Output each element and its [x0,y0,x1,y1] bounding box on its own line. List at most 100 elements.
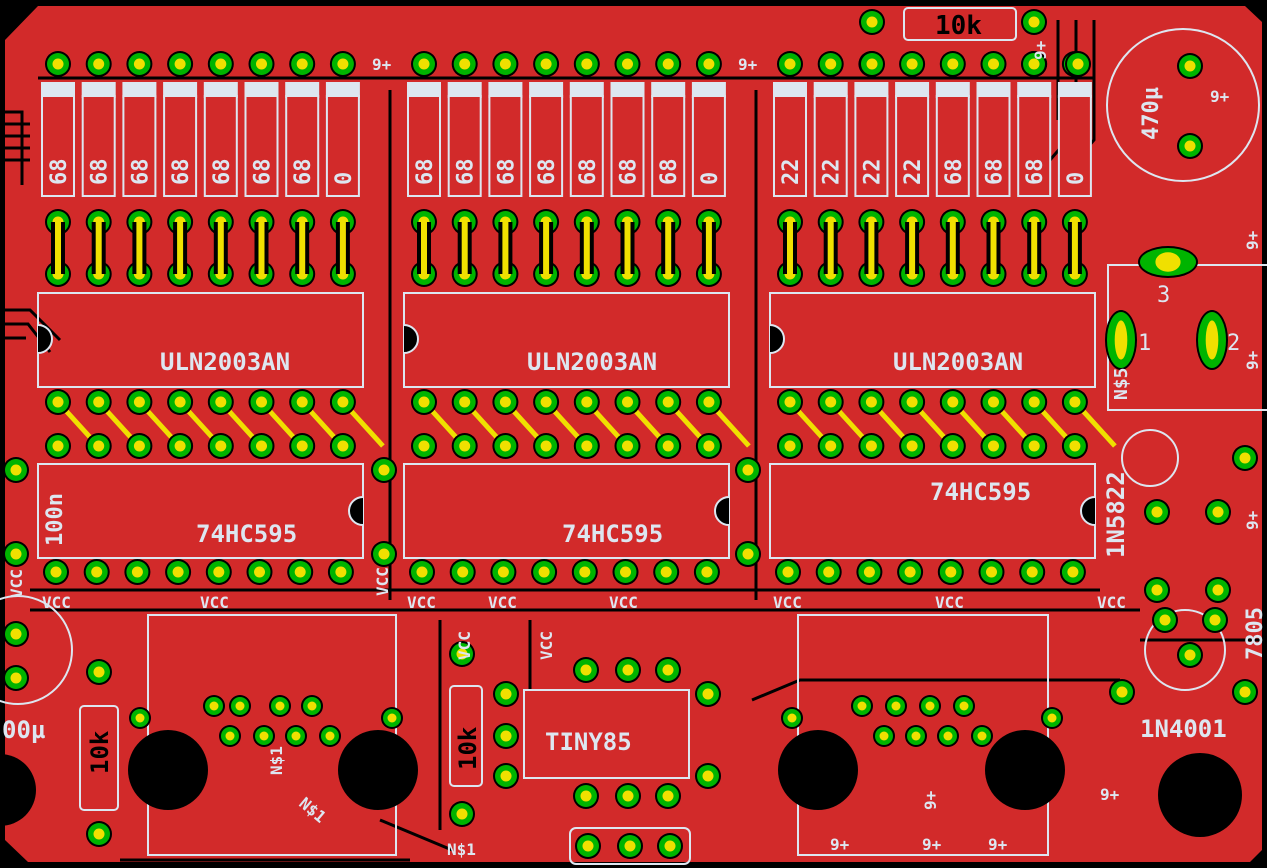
resistor-label: 68 [942,159,967,186]
driver-bottom-pad [655,389,682,415]
regulator-pad-1 [1105,310,1137,370]
cap-pad [1144,499,1170,525]
socket-pad [129,707,151,729]
resistor-label: 0 [1064,172,1089,185]
resistor-label: 68 [251,159,276,186]
diode2-label: 1N4001 [1140,715,1227,743]
diode-pad [1232,445,1258,471]
resistor: 22 [813,82,848,197]
driver-bottom-pad [411,389,437,415]
tiny-cap-pad [695,681,721,707]
driver-bottom-pad [1021,389,1048,415]
left-resistor-pad [86,659,112,685]
resistor-label: 68 [291,159,316,186]
resistor-label: 68 [576,159,601,186]
bus-pad [1021,51,1047,77]
resistor: 68 [447,82,482,197]
driver-bottom-pad [45,389,71,415]
net-vcc-6: VCC [773,593,802,612]
net-9v-11: 9+ [921,790,940,810]
resistor-label: 68 [617,159,642,186]
resistor: 68 [81,82,116,197]
resistor-label: 68 [128,159,153,186]
mid-resistor-label: 10k [454,726,482,770]
bus-pad [411,51,437,77]
shift-bottom-pad [531,559,558,585]
bus-pad [655,51,682,77]
capacitor-pad [3,457,29,483]
shift-top-pad [248,433,275,459]
net-9v-3: 9+ [1210,87,1230,106]
socket-pad [253,725,275,747]
pin-number-1: 1 [1138,331,1151,356]
resistor-label: 68 [413,159,438,186]
top-resistor-pad [859,9,885,35]
bus-pad [939,51,966,77]
socket-pad [851,695,873,717]
shift-bottom-pad [124,559,151,585]
net-9v-10: 9+ [1100,785,1120,804]
net-vcc-10: VCC [373,567,392,596]
bus-pad [980,51,1007,77]
resistor: 0 [1057,82,1092,197]
shift-bottom-pad [937,559,964,585]
cap-pad [1205,499,1231,525]
resistor-label: 68 [210,159,235,186]
socket-pad [937,725,959,747]
shift-top-pad [980,433,1007,459]
shift-bottom-pad [490,559,517,585]
resistor: 68 [976,82,1011,197]
resistor-label: 68 [1023,159,1048,186]
socket-pad [781,707,803,729]
net-vcc-5: VCC [609,593,638,612]
resistor: 68 [935,82,970,197]
resistor-label: 22 [779,159,804,186]
resistor-label: 68 [657,159,682,186]
shift-top-pad [695,433,722,459]
resistor: 68 [285,82,320,197]
diode-label: 1N5822 [1102,471,1130,558]
net-vcc-3: VCC [407,593,436,612]
socket-pad [919,695,941,717]
resistor: 68 [610,82,645,197]
shift-top-pad [85,433,112,459]
net-9v-1: 9+ [372,55,392,74]
shift-bottom-pad [653,559,680,585]
cap-pad [1177,133,1203,159]
shift-bottom-pad [571,559,598,585]
net-9v-9: 9+ [830,835,850,854]
top-resistor-pad [1021,9,1047,35]
left-cap-pad [3,665,29,691]
resistor-label: 0 [698,172,723,185]
net-vcc-11: VCC [455,631,474,660]
shift-top-pad [451,433,478,459]
pad-array [3,9,1258,859]
net-9v-8: 9+ [988,835,1008,854]
net-n5-label: N$5 [1111,367,1132,400]
bus-pad [289,51,316,77]
tiny-label: TINY85 [545,728,632,756]
driver-bottom-pad [939,389,966,415]
shift-bottom-pad [246,559,273,585]
shift-bottom-pad [693,559,720,585]
cap-pad [1205,577,1231,603]
socket-pad [285,725,307,747]
shift-bottom-pad [83,559,110,585]
shift-top-pad [207,433,234,459]
bus-pad [817,51,844,77]
resistor: 68 [163,82,198,197]
shift-bottom-pad [165,559,192,585]
driver-bottom-pad [85,389,112,415]
resistor: 68 [122,82,157,197]
resistor: 68 [569,82,604,197]
connector-pad [617,833,643,859]
socket-pad [219,725,241,747]
shift-bottom-pad [978,559,1005,585]
mounting-holes [0,730,1242,837]
tiny-pad [655,783,681,809]
left-cap-label: 00µ [2,716,45,744]
header-pad [493,763,519,789]
driver-bottom-pad [492,389,519,415]
shift-top-pad [492,433,519,459]
net-9v-2: 9+ [738,55,758,74]
